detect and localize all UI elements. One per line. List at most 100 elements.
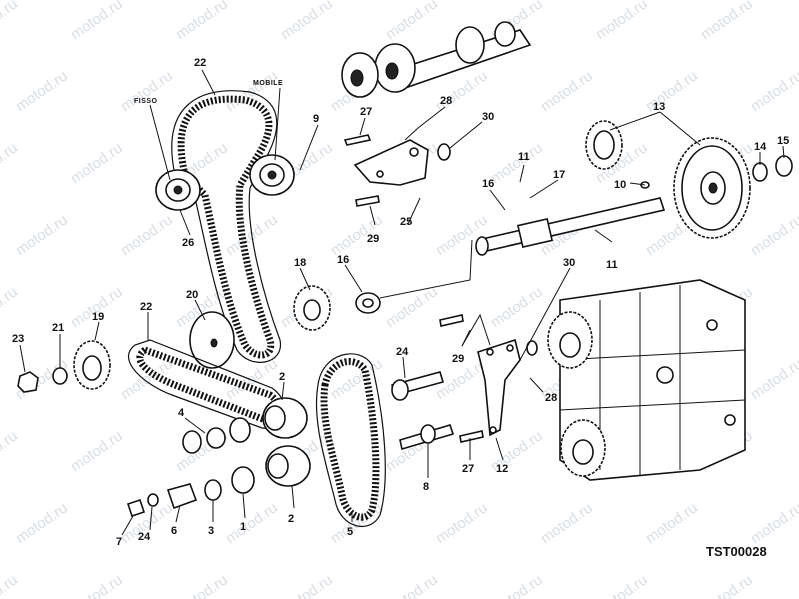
watermark-text: motod.ru: [383, 0, 441, 43]
callout-16b: 17: [553, 169, 565, 181]
callout-3: 3: [208, 525, 214, 537]
callout-4b: 5: [347, 526, 353, 538]
lower-bracket: [439, 314, 538, 443]
idler-rollers: [262, 397, 311, 487]
watermark-text: motod.ru: [488, 283, 546, 331]
auxiliary-shaft: [475, 197, 666, 256]
callout-18b: 19: [92, 311, 104, 323]
callout-28b: 28: [545, 392, 557, 404]
watermark-text: motod.ru: [538, 499, 596, 547]
watermark-text: motod.ru: [748, 355, 799, 403]
watermark-text: motod.ru: [383, 571, 441, 599]
upper-camshaft: [341, 21, 532, 98]
callout-27b: 27: [462, 463, 474, 475]
leader-lines: [19, 69, 785, 536]
intermediate-pulley: [293, 285, 381, 331]
watermark-text: motod.ru: [488, 571, 546, 599]
large-toothed-pulley: [585, 120, 793, 239]
watermark-text: motod.ru: [593, 571, 651, 599]
watermark-text: motod.ru: [0, 0, 21, 43]
callout-12: 12: [496, 463, 508, 475]
watermark-text: motod.ru: [0, 139, 21, 187]
callout-8: 9: [313, 113, 319, 125]
watermark-text: motod.ru: [13, 67, 71, 115]
watermark-text: motod.ru: [173, 571, 231, 599]
callout-9: 10: [614, 179, 626, 191]
callout-15: 15: [777, 135, 789, 147]
watermark-text: motod.ru: [433, 499, 491, 547]
callout-20: 21: [52, 322, 64, 334]
watermark-text: motod.ru: [643, 499, 701, 547]
callout-30b: 30: [563, 257, 575, 269]
watermark-text: motod.ru: [748, 211, 799, 259]
word-fixed: FISSO: [134, 98, 158, 105]
mobile-tensioner: [249, 154, 295, 196]
callout-10: 11: [606, 259, 618, 271]
callout-21: 23: [12, 333, 24, 345]
watermark-text: motod.ru: [68, 0, 126, 43]
watermark-text: motod.ru: [488, 139, 546, 187]
watermark-text: motod.ru: [0, 283, 21, 331]
word-mobile: MOBILE: [253, 80, 283, 87]
callout-4a: 4: [178, 407, 185, 419]
callout-16a: 16: [482, 178, 494, 190]
watermark-text: motod.ru: [698, 571, 756, 599]
spacer-washer: [189, 311, 235, 369]
watermark-text: motod.ru: [748, 67, 799, 115]
watermark-text: motod.ru: [383, 283, 441, 331]
watermark-text: motod.ru: [643, 67, 701, 115]
callout-22b: 22: [140, 301, 152, 313]
crank-pulley-assembly: [17, 340, 111, 393]
callout-6: 8: [423, 481, 429, 493]
watermark-text: motod.ru: [68, 139, 126, 187]
watermark-text: motod.ru: [68, 427, 126, 475]
callout-2a: 2: [279, 371, 285, 383]
watermark-text: motod.ru: [118, 67, 176, 115]
cylinder-head-block: [547, 279, 746, 481]
callout-labels: 22 27 28 30 9 13 11 17 16 10 14 15 25 29…: [12, 57, 789, 548]
callout-7: 7: [116, 536, 122, 548]
watermark-text: motod.ru: [0, 427, 21, 475]
callout-14: 14: [754, 141, 767, 153]
callout-29a: 29: [367, 233, 379, 245]
watermark-text: motod.ru: [223, 355, 281, 403]
figure-code: TST00028: [706, 544, 767, 559]
watermark-text: motod.ru: [698, 0, 756, 43]
watermark-text: motod.ru: [223, 67, 281, 115]
watermark-text: motod.ru: [118, 211, 176, 259]
watermark-text: motod.ru: [13, 211, 71, 259]
balance-shaft-belt: [315, 353, 386, 528]
watermark-text: motod.ru: [278, 571, 336, 599]
watermark-text: motod.ru: [593, 0, 651, 43]
watermark-text: motod.ru: [118, 355, 176, 403]
watermark-text: motod.ru: [223, 499, 281, 547]
watermark-text: motod.ru: [278, 0, 336, 43]
lower-timing-belt: [127, 339, 287, 429]
callout-27: 27: [360, 106, 372, 118]
callout-19: 20: [186, 289, 198, 301]
callout-22: 22: [194, 57, 206, 69]
callout-29b: 29: [452, 353, 464, 365]
callout-25: 25: [400, 216, 412, 228]
callout-13: 13: [653, 101, 665, 113]
callout-23: 24: [396, 346, 409, 358]
threaded-studs: [390, 371, 455, 451]
watermark-text: motod.ru: [68, 571, 126, 599]
watermark-text: motod.ru: [68, 283, 126, 331]
callout-26: 26: [182, 237, 194, 249]
fixed-tensioner: [155, 169, 201, 211]
watermark-text: motod.ru: [173, 0, 231, 43]
watermark-text: motod.ru: [0, 571, 21, 599]
callout-11: 11: [518, 151, 530, 163]
callout-28: 28: [440, 95, 452, 107]
callout-18a: 18: [294, 257, 306, 269]
upper-timing-belt: [171, 90, 281, 363]
callout-24: 24: [138, 531, 151, 543]
callout-2b: 2: [288, 513, 294, 525]
tensioner-bracket: [343, 134, 451, 207]
watermark-text: motod.ru: [13, 499, 71, 547]
callout-17: 16: [337, 254, 349, 266]
callout-30: 30: [482, 111, 494, 123]
watermark-text: motod.ru: [748, 499, 799, 547]
